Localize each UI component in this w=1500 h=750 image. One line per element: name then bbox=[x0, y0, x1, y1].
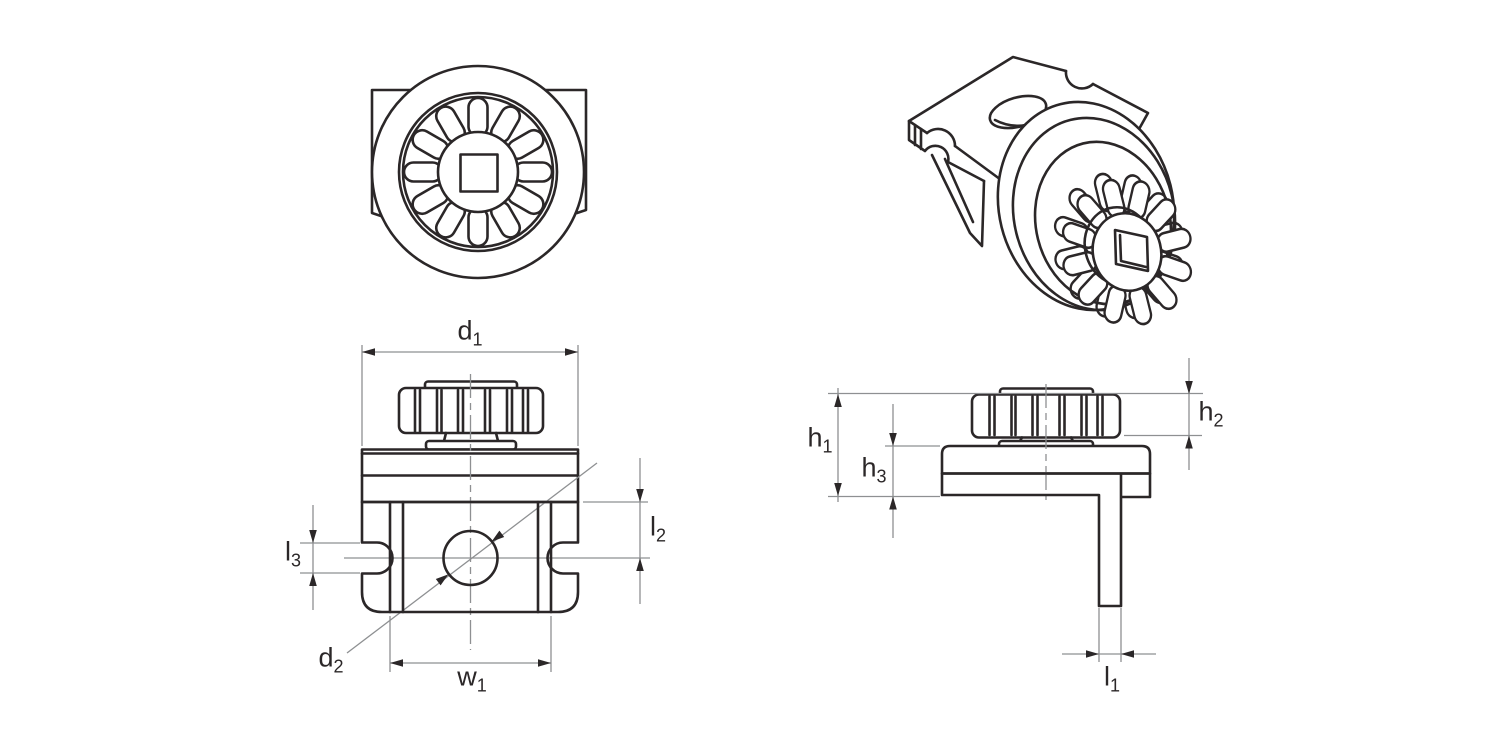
gear-neck bbox=[442, 431, 500, 443]
dim-label-h2: h2 bbox=[1198, 396, 1224, 431]
l3-arrow-bottom bbox=[309, 573, 317, 586]
dim-label-l1: l1 bbox=[1103, 661, 1121, 696]
plate-thickness-edges bbox=[907, 119, 986, 183]
h-l-dimension-lines bbox=[837, 358, 1190, 662]
d1-arrow-right bbox=[565, 348, 578, 356]
dim-label-w1: w1 bbox=[457, 661, 487, 696]
dim-label-h3-sub: 3 bbox=[876, 466, 887, 487]
isometric-view bbox=[907, 55, 1195, 328]
h-extension-lines bbox=[828, 392, 1203, 498]
gear-teeth-lines bbox=[413, 388, 530, 433]
l2-dimension-lines bbox=[583, 458, 648, 604]
body-outline bbox=[360, 500, 580, 614]
dim-label-l3: l3 bbox=[284, 536, 302, 571]
dim-label-d2: d2 bbox=[318, 642, 344, 677]
d1-arrow-left bbox=[362, 348, 375, 356]
l2-arrow-top bbox=[636, 489, 644, 502]
hub-circle bbox=[436, 130, 520, 214]
h2-arrow-bottom bbox=[1185, 435, 1193, 449]
dim-label-d2-base: d bbox=[318, 642, 334, 673]
d1-dimension-lines bbox=[361, 345, 579, 446]
dim-label-d1-base: d bbox=[457, 315, 473, 346]
bracket-leg-iso bbox=[930, 153, 986, 248]
side-view bbox=[828, 358, 1203, 662]
dim-label-h2-sub: 2 bbox=[1213, 410, 1224, 431]
plate-notch-arcs bbox=[925, 69, 1095, 148]
dim-label-d1: d1 bbox=[457, 315, 483, 350]
w1-arrow-right bbox=[538, 659, 551, 667]
dim-label-l2-sub: 2 bbox=[655, 525, 667, 546]
w1-arrow-left bbox=[390, 659, 403, 667]
front-view bbox=[370, 64, 588, 280]
dim-label-h1-base: h bbox=[807, 422, 823, 453]
square-drive-hole-iso bbox=[1113, 228, 1150, 273]
dim-label-l3-base: l bbox=[284, 536, 291, 567]
h1-arrow-top bbox=[834, 394, 842, 407]
body-inner-edges bbox=[388, 500, 553, 614]
h3-arrow-bottom bbox=[889, 496, 897, 510]
l3-dimension-lines bbox=[300, 505, 360, 610]
d2-arrow-upper bbox=[491, 530, 505, 542]
dim-label-w1-sub: 1 bbox=[476, 675, 487, 696]
rim-outer-circle bbox=[397, 91, 559, 253]
l2-arrow-bottom bbox=[636, 558, 644, 571]
l1-arrow-left bbox=[1086, 650, 1099, 658]
dim-label-l3-sub: 3 bbox=[290, 550, 302, 571]
dim-label-h1-sub: 1 bbox=[822, 436, 833, 457]
gear-teeth-lines-side bbox=[988, 395, 1104, 437]
h3-arrow-top bbox=[889, 433, 897, 446]
dim-label-h1: h1 bbox=[807, 422, 833, 457]
dim-label-l2: l2 bbox=[649, 511, 667, 546]
dim-label-l1-sub: 1 bbox=[1109, 675, 1121, 696]
w1-dimension-lines bbox=[389, 616, 552, 672]
square-drive-hole bbox=[459, 153, 499, 193]
elevation-view bbox=[300, 345, 650, 672]
dim-label-d1-sub: 1 bbox=[472, 329, 483, 350]
dim-label-h2-base: h bbox=[1198, 396, 1214, 427]
dim-label-l2-base: l bbox=[649, 511, 656, 542]
dim-label-l1-base: l bbox=[1103, 661, 1110, 692]
bracket-outline bbox=[370, 88, 588, 218]
l3-arrow-top bbox=[309, 530, 317, 543]
l1-arrow-right bbox=[1121, 650, 1134, 658]
d2-arrow-lower bbox=[435, 574, 449, 586]
dim-label-h3: h3 bbox=[861, 452, 887, 487]
h2-arrow-top bbox=[1185, 381, 1193, 394]
dim-label-d2-sub: 2 bbox=[333, 656, 344, 677]
h1-arrow-bottom bbox=[834, 483, 842, 496]
center-bore-hole bbox=[442, 529, 499, 587]
d2-leader-line bbox=[346, 462, 598, 654]
dim-label-w1-base: w bbox=[457, 661, 477, 692]
flange-lower-and-leg bbox=[940, 472, 1152, 608]
dim-label-h3-base: h bbox=[861, 452, 877, 483]
bracket-plate-edges bbox=[907, 55, 1150, 190]
